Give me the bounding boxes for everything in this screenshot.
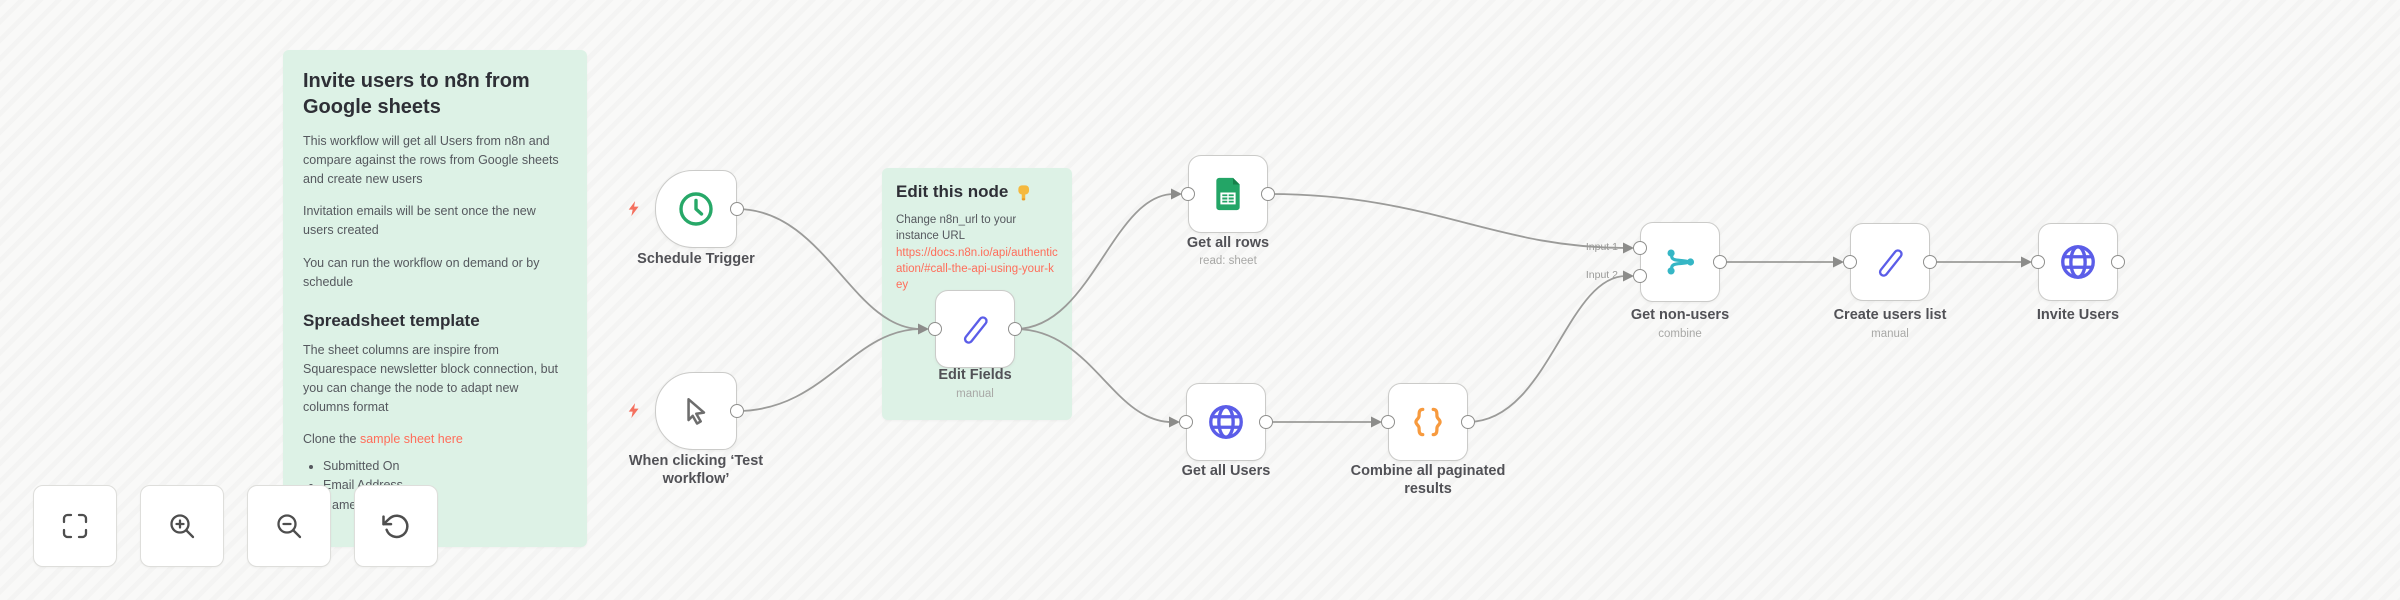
input-port-1[interactable] xyxy=(1633,241,1647,255)
sample-sheet-link[interactable]: sample sheet here xyxy=(359,432,463,447)
sticky-paragraph: Invitation emails will be sent once the … xyxy=(303,204,536,237)
node-invite-users[interactable] xyxy=(2038,223,2118,301)
globe-icon xyxy=(1209,405,1243,439)
input-1-label: Input 1 xyxy=(1585,241,1618,253)
node-get-all-users[interactable] xyxy=(1186,383,1266,461)
node-label: Invite Users xyxy=(2036,307,2120,323)
node-combine-all-paginated-results[interactable] xyxy=(1388,383,1468,461)
node-label: Create users list xyxy=(1833,307,1947,323)
docs-api-link[interactable]: https://docs.n8n.io/api/authentication/#… xyxy=(896,246,1058,292)
input-port[interactable] xyxy=(928,322,942,336)
pointing-down-hand-icon xyxy=(1018,184,1030,200)
curly-braces-icon xyxy=(1414,407,1442,437)
zoom-out-icon xyxy=(277,514,302,539)
sticky-note-main[interactable]: Invite users to n8n from Google sheets T… xyxy=(283,50,587,547)
input-port[interactable] xyxy=(1181,187,1195,201)
pencil-icon xyxy=(1878,249,1903,277)
edge-getallrows-to-getnonusers xyxy=(1267,193,1627,249)
node-get-all-rows[interactable] xyxy=(1188,155,1268,233)
input-port[interactable] xyxy=(1179,415,1193,429)
node-label: Get all Users xyxy=(1181,463,1271,479)
reset-undo-button[interactable] xyxy=(354,485,438,567)
node-subtitle: read: sheet xyxy=(1199,255,1257,267)
edge-editfields-to-getallusers xyxy=(1014,328,1173,423)
node-label: Get all rows xyxy=(1186,235,1270,251)
output-port[interactable] xyxy=(730,202,744,216)
sticky-paragraph: The sheet columns are inspire from Squar… xyxy=(303,343,559,414)
google-sheets-icon xyxy=(1216,177,1240,211)
edge-arrowhead xyxy=(1169,416,1180,428)
edge-editfields-to-getallrows xyxy=(1014,193,1175,330)
output-port[interactable] xyxy=(1261,187,1275,201)
undo-icon xyxy=(382,514,409,539)
output-port[interactable] xyxy=(730,404,744,418)
node-manual-trigger[interactable] xyxy=(655,372,737,450)
node-label: Combine all paginated results xyxy=(1350,463,1506,498)
sticky-title: Invite users to n8n from Google sheets xyxy=(303,70,530,118)
sticky-note-edit-this-node[interactable]: Edit this node Change n8n_url to your in… xyxy=(882,168,1072,420)
trigger-bolt-icon xyxy=(628,403,639,418)
sticky-paragraph: Change n8n_url to your instance URL xyxy=(896,214,1017,243)
sticky-paragraph: You can run the workflow on demand or by… xyxy=(303,255,540,289)
node-subtitle: manual xyxy=(956,388,994,400)
edge-arrowhead xyxy=(1371,416,1382,428)
input-port[interactable] xyxy=(2031,255,2045,269)
output-port[interactable] xyxy=(1461,415,1475,429)
edge-arrowhead xyxy=(1171,188,1182,200)
node-label: When clicking ‘Test workflow’ xyxy=(628,453,764,488)
input-port[interactable] xyxy=(1843,255,1857,269)
clone-prefix-text: Clone the xyxy=(303,432,360,447)
output-port[interactable] xyxy=(1008,322,1022,336)
edge-combine-to-getnonusers xyxy=(1467,275,1627,423)
node-label: Get non-users xyxy=(1630,307,1730,323)
edge-schedule-to-editfields xyxy=(736,208,922,330)
sticky-title: Edit this node xyxy=(896,181,1058,203)
fit-view-button[interactable] xyxy=(33,485,117,567)
node-create-users-list[interactable] xyxy=(1850,223,1930,301)
trigger-bolt-icon xyxy=(628,201,639,216)
cursor-icon xyxy=(687,398,706,425)
edge-manual-to-editfields xyxy=(736,328,922,412)
input-port-2[interactable] xyxy=(1633,269,1647,283)
globe-icon xyxy=(2061,245,2095,279)
input-2-label: Input 2 xyxy=(1585,269,1618,281)
edge-arrowhead xyxy=(1623,270,1634,282)
pencil-icon xyxy=(963,316,988,344)
zoom-in-icon xyxy=(170,514,195,539)
list-item: Submitted On xyxy=(323,457,567,476)
sticky-heading-spreadsheet-template: Spreadsheet template xyxy=(303,311,480,331)
output-port[interactable] xyxy=(1259,415,1273,429)
merge-icon xyxy=(1667,249,1695,275)
list-item: Name xyxy=(323,496,567,515)
edge-arrowhead xyxy=(1623,242,1634,254)
node-schedule-trigger[interactable] xyxy=(655,170,737,248)
edge-arrowhead xyxy=(2021,256,2032,268)
sticky-paragraph: This workflow will get all Users from n8… xyxy=(303,134,559,186)
node-subtitle: combine xyxy=(1658,328,1702,340)
zoom-in-button[interactable] xyxy=(140,485,224,567)
output-port[interactable] xyxy=(1923,255,1937,269)
node-label: Schedule Trigger xyxy=(637,251,755,267)
input-port[interactable] xyxy=(1381,415,1395,429)
fit-view-icon xyxy=(62,513,88,539)
node-get-non-users[interactable] xyxy=(1640,222,1720,302)
edge-arrowhead xyxy=(918,323,929,335)
edge-arrowhead xyxy=(1833,256,1844,268)
node-edit-fields[interactable] xyxy=(935,290,1015,368)
output-port[interactable] xyxy=(2111,255,2125,269)
clock-icon xyxy=(679,192,713,226)
zoom-out-button[interactable] xyxy=(247,485,331,567)
output-port[interactable] xyxy=(1713,255,1727,269)
node-label: Edit Fields xyxy=(938,367,1012,383)
node-subtitle: manual xyxy=(1871,328,1909,340)
